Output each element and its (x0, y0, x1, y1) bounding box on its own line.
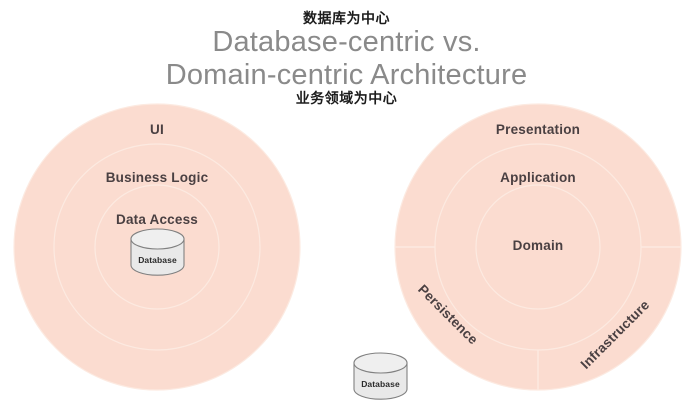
database-cylinder-bottom (353, 352, 408, 400)
database-cylinder-bottom-label: Database (361, 379, 400, 389)
right-diagram-circles (394, 103, 682, 391)
database-cylinder-center-label: Database (138, 255, 177, 265)
right-ring-inner (475, 184, 601, 310)
database-cylinder-center (130, 228, 185, 276)
